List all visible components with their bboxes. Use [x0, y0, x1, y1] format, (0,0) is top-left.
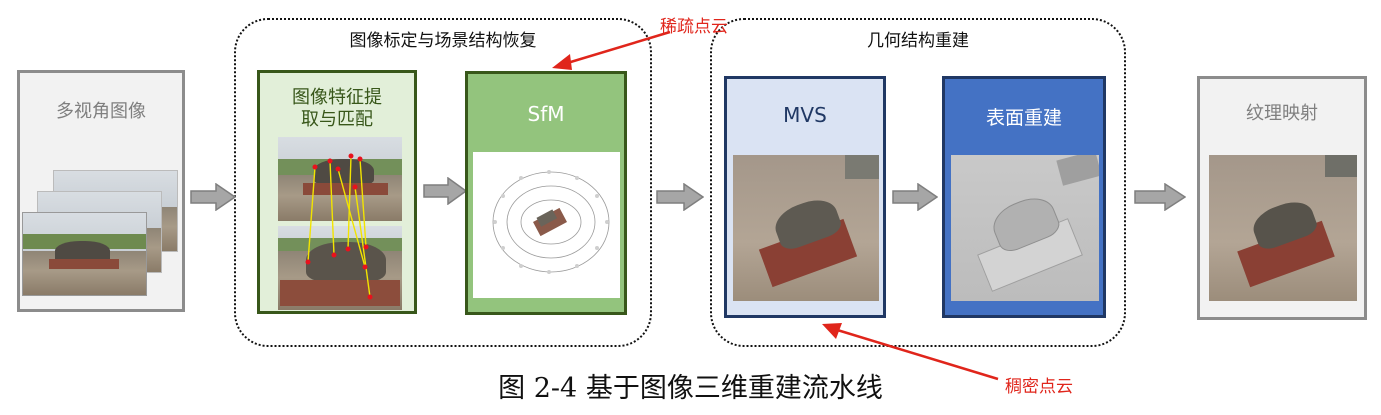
- arrow-surface-to-texture: [1134, 183, 1186, 211]
- node-surface-reconstruction-label: 表面重建: [985, 107, 1062, 129]
- group-geometry-title: 几何结构重建: [867, 31, 969, 51]
- figure-caption: 图 2-4 基于图像三维重建流水线: [498, 373, 883, 404]
- surface-mesh-image: [951, 155, 1099, 301]
- arrow-sfm-to-mvs: [656, 183, 704, 211]
- sparse-cloud-pointer-arrow: [552, 30, 671, 70]
- group-calibration-title: 图像标定与场景结构恢复: [349, 31, 537, 51]
- arrow-input-to-feature: [190, 183, 236, 211]
- dense-cloud-pointer-arrow: [822, 323, 999, 381]
- node-texture-mapping-label: 纹理映射: [1246, 103, 1318, 124]
- node-multiview-images-label: 多视角图像: [56, 101, 146, 122]
- node-sfm-label: SfM: [527, 102, 565, 126]
- camera-ring-icon: [492, 170, 610, 274]
- mvs-dense-cloud-image: [733, 155, 879, 301]
- node-feature-matching-label: 图像特征提 取与匹配: [292, 87, 382, 130]
- feature-match-lines: [305, 153, 373, 300]
- input-photo-front: [22, 212, 147, 296]
- sfm-sparse-cloud-image: [473, 152, 620, 298]
- feature-photo-bottom: [278, 226, 402, 310]
- annotation-dense-cloud: 稠密点云: [1005, 377, 1073, 397]
- group-geometry: [710, 18, 1126, 347]
- arrow-feature-to-sfm: [423, 177, 467, 205]
- annotation-sparse-cloud: 稀疏点云: [660, 17, 728, 37]
- arrow-mvs-to-surface: [892, 183, 938, 211]
- group-calibration: [234, 18, 652, 347]
- feature-photo-top: [278, 137, 402, 221]
- texture-mapped-image: [1209, 155, 1357, 301]
- node-mvs-label: MVS: [783, 103, 827, 127]
